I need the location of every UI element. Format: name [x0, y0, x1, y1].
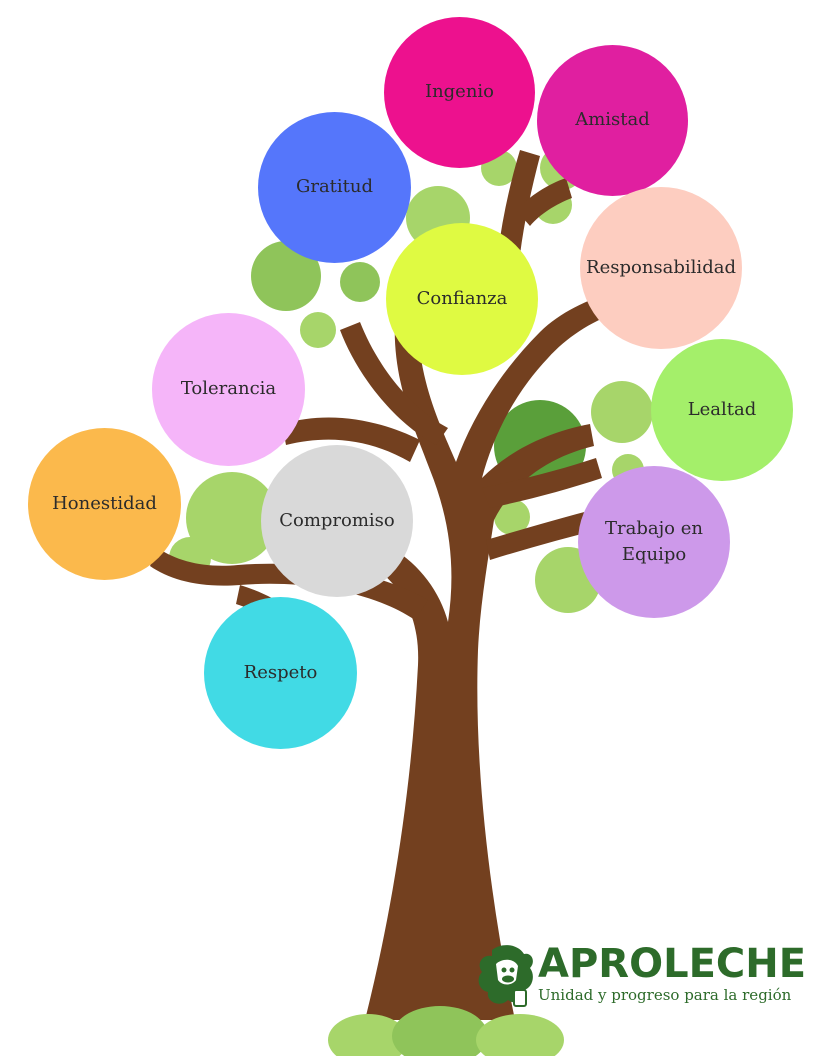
- foliage-blob: [494, 499, 530, 535]
- brand-name: APROLECHE: [538, 941, 807, 987]
- value-label: Confianza: [416, 287, 508, 309]
- foliage-blob: [591, 381, 653, 443]
- value-label: Responsabilidad: [586, 256, 736, 278]
- value-circle-gratitud: Gratitud: [258, 112, 411, 263]
- value-circle-confianza: Confianza: [386, 223, 538, 375]
- value-circle-lealtad: Lealtad: [651, 339, 793, 481]
- grass-blob: [392, 1006, 488, 1056]
- value-circle-responsabilidad: Responsabilidad: [580, 187, 742, 349]
- foliage-blob: [340, 262, 380, 302]
- grass: [328, 1006, 564, 1056]
- foliage-blob: [300, 312, 336, 348]
- brand-tagline: Unidad y progreso para la región: [538, 986, 792, 1004]
- value-circle-compromiso: Compromiso: [261, 445, 413, 597]
- value-circle-tolerancia: Tolerancia: [152, 313, 305, 466]
- value-circle-ingenio: Ingenio: [384, 17, 535, 168]
- value-label: Trabajo en Equipo: [605, 517, 703, 565]
- value-label: Gratitud: [295, 176, 374, 198]
- cow-milk-splash-icon: [478, 945, 533, 1007]
- value-label: Honestidad: [52, 492, 157, 514]
- value-label: Compromiso: [279, 509, 395, 531]
- value-circle-trabajo-en-equipo: Trabajo en Equipo: [578, 466, 730, 618]
- value-label: Lealtad: [687, 398, 757, 420]
- value-circle-respeto: Respeto: [204, 597, 357, 749]
- value-label: Ingenio: [424, 81, 495, 103]
- foliage-blob: [251, 241, 321, 311]
- foliage-blob: [186, 472, 278, 564]
- value-label: Tolerancia: [180, 378, 277, 400]
- value-circle-amistad: Amistad: [537, 45, 688, 196]
- grass-blob: [476, 1014, 564, 1056]
- brand-logo: APROLECHE Unidad y progreso para la regi…: [474, 940, 807, 1012]
- value-label: Respeto: [243, 661, 318, 683]
- value-circle-honestidad: Honestidad: [28, 428, 181, 580]
- value-label: Amistad: [575, 109, 650, 131]
- grass-blob: [328, 1014, 408, 1056]
